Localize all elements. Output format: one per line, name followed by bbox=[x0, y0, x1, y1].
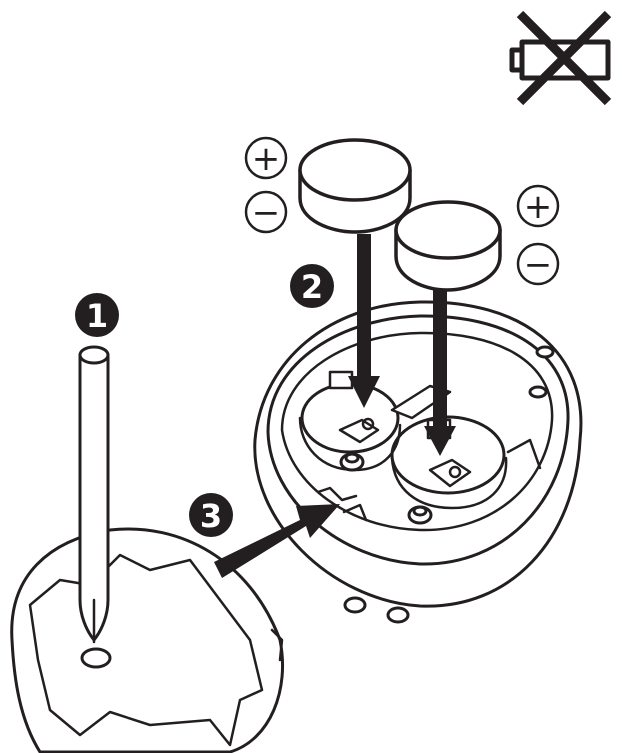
coin-cell-battery-right bbox=[394, 200, 502, 292]
insert-arrow-icon bbox=[348, 234, 380, 408]
step-2-badge: 2 bbox=[290, 264, 334, 308]
minus-sign: − bbox=[252, 193, 281, 233]
coin-cell-battery-left bbox=[298, 138, 412, 234]
polarity-left: + − bbox=[244, 136, 288, 234]
step-3-badge: 3 bbox=[189, 493, 233, 537]
polarity-right: + − bbox=[516, 184, 560, 286]
step-number: 2 bbox=[301, 268, 323, 306]
insert-arrow-icon bbox=[424, 290, 456, 456]
plus-sign: + bbox=[524, 187, 553, 227]
step-number: 3 bbox=[200, 497, 222, 535]
device-base bbox=[253, 300, 583, 624]
minus-sign: − bbox=[524, 245, 553, 285]
plus-sign: + bbox=[252, 139, 281, 179]
crossed-out-battery-icon bbox=[509, 10, 612, 106]
step-number: 1 bbox=[86, 297, 108, 335]
insert-arrow-icon bbox=[214, 504, 340, 578]
step-1-badge: 1 bbox=[75, 293, 119, 337]
screwdriver-icon bbox=[78, 345, 112, 669]
